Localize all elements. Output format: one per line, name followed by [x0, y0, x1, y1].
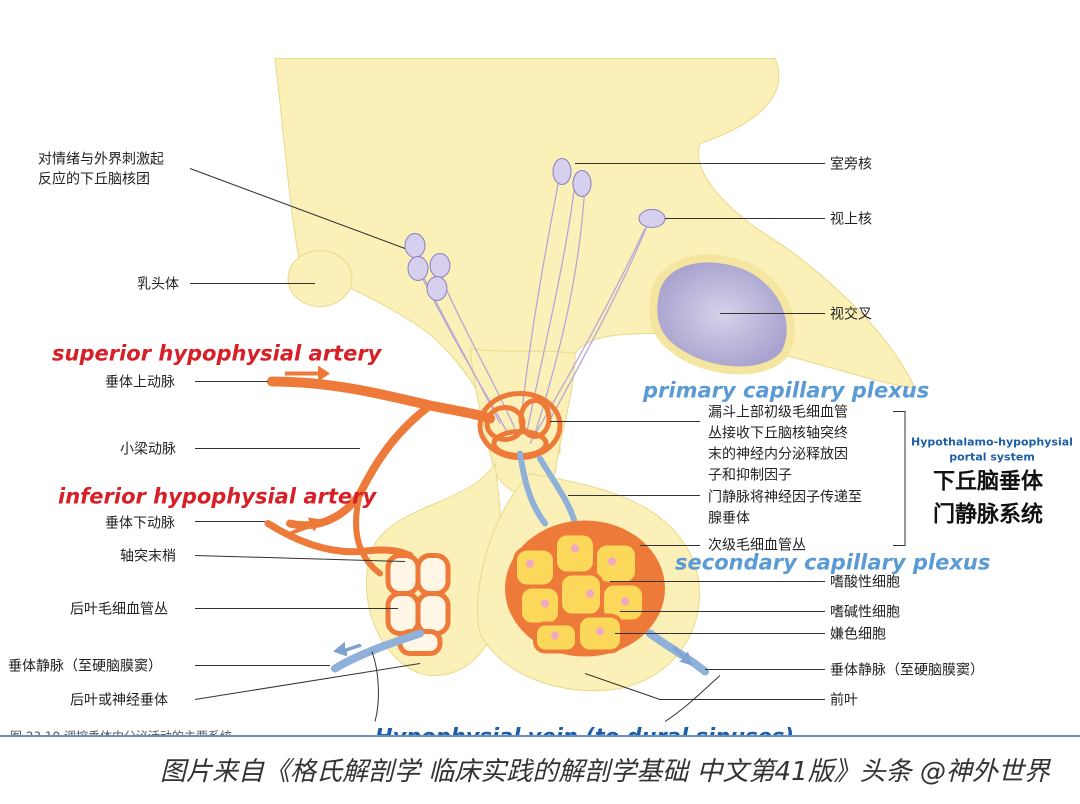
flow-arrows	[285, 365, 692, 666]
label-primary-desc-4: 子和抑制因子	[708, 468, 792, 484]
posterior-lobe-capillary-plexus	[385, 553, 451, 656]
inferior-hypophysial-artery	[264, 520, 414, 559]
label-paraventricular: 室旁核	[830, 156, 872, 173]
label-posterior-lobe-plexus: 后叶毛细血管丛	[70, 602, 168, 618]
label-mammillary-body: 乳头体	[137, 277, 179, 293]
label-chromophobes: 嫌色细胞	[830, 626, 886, 643]
label-basophils: 嗜碱性细胞	[830, 605, 900, 621]
label-primary-desc-3: 末的神经内分泌释放因	[708, 447, 848, 463]
label-primary-desc-2: 丛接收下丘脑核轴突终	[708, 425, 848, 442]
label-trabecular-artery: 小梁动脉	[120, 442, 176, 458]
label-portal-system-en-2: portal system	[949, 451, 1035, 464]
label-inferior-artery-en: inferior hypophysial artery	[58, 485, 377, 509]
label-primary-plexus-en: primary capillary plexus	[642, 379, 929, 403]
footer-source: 图片来自《格氏解剖学 临床实践的解剖学基础 中文第41版》头条 @神外世界	[160, 757, 1050, 787]
label-hypothalamic-nuclei-2: 反应的下丘脑核团	[38, 171, 150, 188]
label-portal-system-en-1: Hypothalamo-hypophysial	[911, 436, 1073, 449]
label-hyp-vein-left: 垂体静脉（至硬脑膜窦）	[8, 659, 162, 675]
mammillary-body	[287, 250, 353, 307]
label-inferior-artery-cn: 垂体下动脉	[105, 516, 175, 532]
label-portal-desc-1: 门静脉将神经因子传递至	[708, 490, 862, 506]
label-secondary-plexus-en: secondary capillary plexus	[675, 551, 990, 575]
label-superior-artery-cn: 垂体上动脉	[105, 375, 175, 391]
hypothalamus-tissue	[274, 58, 916, 455]
footer-bar: 图片来自《格氏解剖学 临床实践的解剖学基础 中文第41版》头条 @神外世界	[0, 735, 1080, 804]
label-neurohypophysis: 后叶或神经垂体	[70, 693, 168, 709]
label-optic-chiasm: 视交叉	[830, 306, 872, 323]
leader-lines	[189, 163, 906, 722]
portal-veins	[517, 450, 578, 527]
label-superior-artery-en: superior hypophysial artery	[52, 342, 383, 366]
label-portal-system-cn-1: 下丘脑垂体	[933, 469, 1044, 495]
optic-chiasm	[649, 254, 795, 375]
label-portal-desc-2: 腺垂体	[708, 511, 750, 527]
label-axon-terminals: 轴突末梢	[120, 549, 176, 565]
label-hyp-vein-right: 垂体静脉（至硬脑膜窦）	[830, 663, 984, 679]
label-acidophils: 嗜酸性细胞	[830, 575, 900, 591]
secondary-capillary-plexus	[505, 520, 665, 657]
hypothalamic-neurons	[404, 158, 666, 301]
label-anterior-lobe: 前叶	[830, 692, 858, 709]
label-secondary-plexus-cn: 次级毛细血管丛	[708, 538, 806, 554]
label-portal-system-cn-2: 门静脉系统	[933, 502, 1043, 528]
label-supraoptic: 视上核	[830, 212, 872, 228]
label-primary-desc-1: 漏斗上部初级毛细血管	[708, 404, 848, 421]
label-hypothalamic-nuclei-1: 对情绪与外界刺激起	[38, 151, 164, 168]
